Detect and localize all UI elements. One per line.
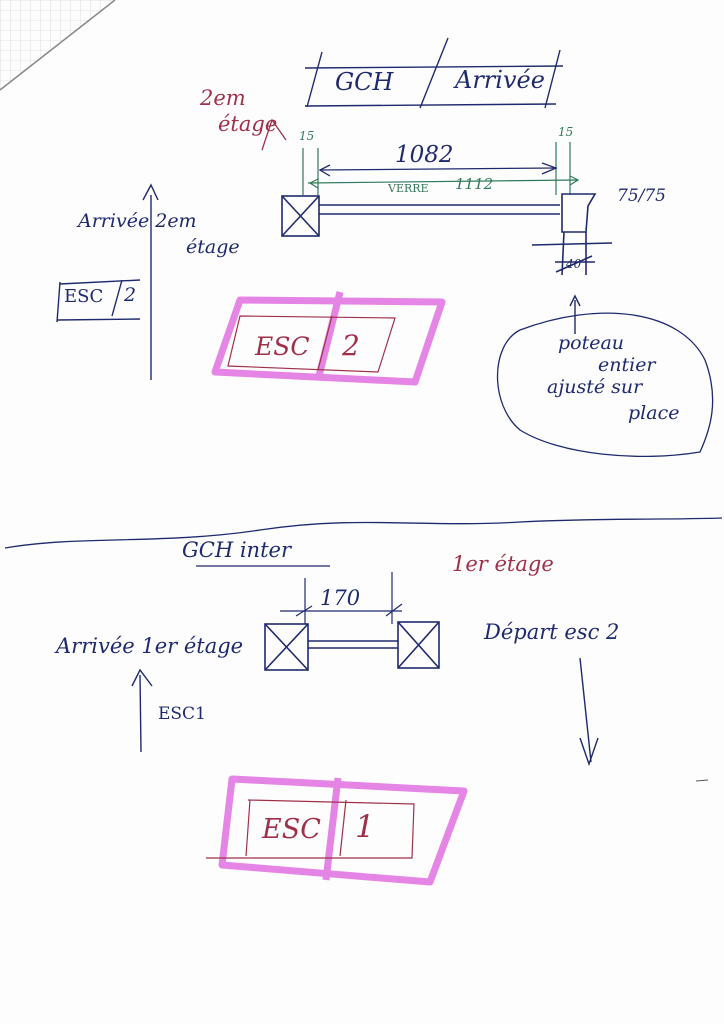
section-divider [4, 517, 723, 549]
bottom-title: GCH inter [182, 538, 291, 562]
bubble-line1: poteau [558, 332, 625, 354]
departure-arrow [579, 657, 599, 767]
post-left-lower [264, 623, 309, 671]
span-value: 1082 [395, 142, 454, 168]
arrival-note-line1: Arrivée 2em [78, 210, 197, 232]
esc-2-small-number: 2 [124, 284, 137, 306]
floor-note-line1: 2em [200, 86, 246, 110]
post-width: 40 [566, 257, 582, 271]
esc-2-small-frame [56, 279, 141, 323]
span-dimension [318, 162, 558, 177]
esc-2-small-label: ESC [64, 286, 104, 307]
note-bubble [496, 312, 714, 458]
esc-1-arrow [131, 668, 153, 753]
glass-value: 1112 [455, 175, 494, 193]
dim-right: 15 [558, 125, 574, 139]
post-right [531, 193, 613, 276]
bubble-line3: ajusté sur [547, 376, 643, 398]
esc-1-box-label: ESC [262, 814, 321, 845]
span-170-dimension [280, 572, 403, 624]
bubble-line4: place [628, 402, 680, 424]
rail-lower [308, 640, 398, 649]
floor-note-line2: étage [218, 112, 278, 136]
stray-mark [695, 779, 709, 782]
bottom-floor-note: 1er étage [452, 552, 554, 576]
span-170: 170 [320, 586, 361, 610]
esc-1-label: ESC1 [158, 704, 206, 724]
esc-2-number: 2 [342, 329, 360, 362]
esc-2-highlight [211, 291, 446, 386]
arrival-1st-note: Arrivée 1er étage [56, 634, 244, 658]
post-left [281, 195, 320, 237]
departure-note: Départ esc 2 [484, 620, 620, 644]
arrival-note-line2: étage [186, 236, 240, 258]
arrival-arrow [142, 183, 159, 380]
post-arrow [569, 294, 581, 334]
esc-1-box-number: 1 [355, 809, 375, 845]
dim-left: 15 [299, 129, 315, 143]
esc-2-inner-frame [227, 315, 396, 373]
title-arrivee: Arrivée [455, 66, 545, 94]
esc-1-highlight [218, 775, 468, 886]
glass-rail [319, 204, 560, 215]
glass-label: VERRE [388, 182, 429, 195]
post-size: 75/75 [617, 186, 666, 206]
floor-note-mark [261, 118, 287, 151]
title-frame [304, 37, 564, 109]
bubble-line2: entier [598, 354, 656, 376]
glass-dimension [302, 142, 580, 195]
title-gch: GCH [335, 68, 394, 96]
post-right-lower [397, 621, 440, 669]
esc-2-label: ESC [255, 332, 310, 361]
esc-1-inner-frame [206, 799, 415, 859]
